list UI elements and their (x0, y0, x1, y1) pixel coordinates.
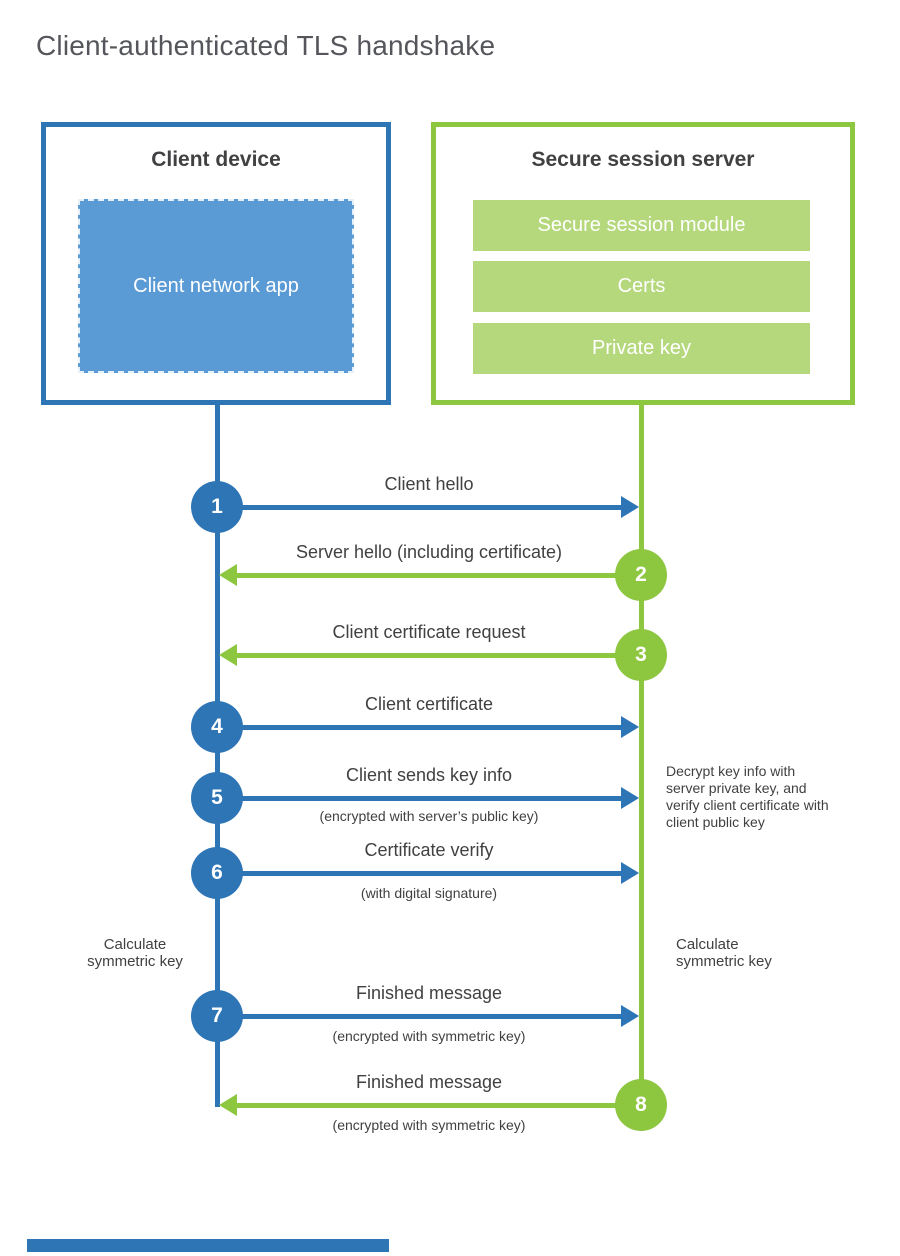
client-device-title: Client device (151, 148, 281, 171)
cropped-bottom-bar (27, 1239, 389, 1252)
step-5-label: Client sends key info (345, 765, 513, 785)
step-1-label: Client hello (384, 474, 474, 494)
step-3-arrow (237, 653, 641, 658)
step-7-arrowhead-right-icon (621, 1005, 639, 1027)
server-lifeline (639, 404, 644, 1105)
step-6-arrowhead-right-icon (621, 862, 639, 884)
step-5-arrow (217, 796, 621, 801)
step-6-sublabel: (with digital signature) (360, 885, 498, 901)
step-1-arrow (217, 505, 621, 510)
step-6-arrow (217, 871, 621, 876)
server-module-secure-session: Secure session module (473, 200, 810, 251)
step-7-badge: 7 (191, 990, 243, 1042)
step-8-label: Finished message (355, 1072, 503, 1092)
step-8-sublabel: (encrypted with symmetric key) (332, 1117, 526, 1133)
step-8-arrow (237, 1103, 641, 1108)
step-4-arrow (217, 725, 621, 730)
page-title: Client-authenticated TLS handshake (36, 30, 496, 61)
step-7-label: Finished message (355, 983, 503, 1003)
step-1-badge: 1 (191, 481, 243, 533)
calculate-symmetric-key-note-server: Calculate symmetric key (676, 936, 772, 970)
step-5-sublabel: (encrypted with server’s public key) (319, 808, 539, 824)
step-2-label: Server hello (including certificate) (295, 542, 563, 562)
step-6-label: Certificate verify (364, 840, 494, 860)
step-5-arrowhead-right-icon (621, 787, 639, 809)
step-2-badge: 2 (615, 549, 667, 601)
step-6-badge: 6 (191, 847, 243, 899)
step-3-arrowhead-left-icon (219, 644, 237, 666)
step-4-arrowhead-right-icon (621, 716, 639, 738)
step-7-sublabel: (encrypted with symmetric key) (332, 1028, 526, 1044)
step-2-arrow (237, 573, 641, 578)
server-module-certs: Certs (473, 261, 810, 312)
decrypt-key-note: Decrypt key info with server private key… (666, 763, 829, 830)
step-8-arrowhead-left-icon (219, 1094, 237, 1116)
calculate-symmetric-key-note-client: Calculate symmetric key (87, 936, 183, 970)
step-8-badge: 8 (615, 1079, 667, 1131)
server-module-private-key: Private key (473, 323, 810, 374)
client-network-app-label: Client network app (133, 275, 299, 297)
step-1-arrowhead-right-icon (621, 496, 639, 518)
step-5-badge: 5 (191, 772, 243, 824)
client-lifeline (215, 404, 220, 1107)
step-2-arrowhead-left-icon (219, 564, 237, 586)
step-3-label: Client certificate request (332, 622, 526, 642)
secure-session-server-title: Secure session server (531, 148, 755, 171)
client-network-app-box: Client network app (78, 199, 354, 373)
step-3-badge: 3 (615, 629, 667, 681)
step-4-badge: 4 (191, 701, 243, 753)
step-7-arrow (217, 1014, 621, 1019)
step-4-label: Client certificate (364, 694, 494, 714)
